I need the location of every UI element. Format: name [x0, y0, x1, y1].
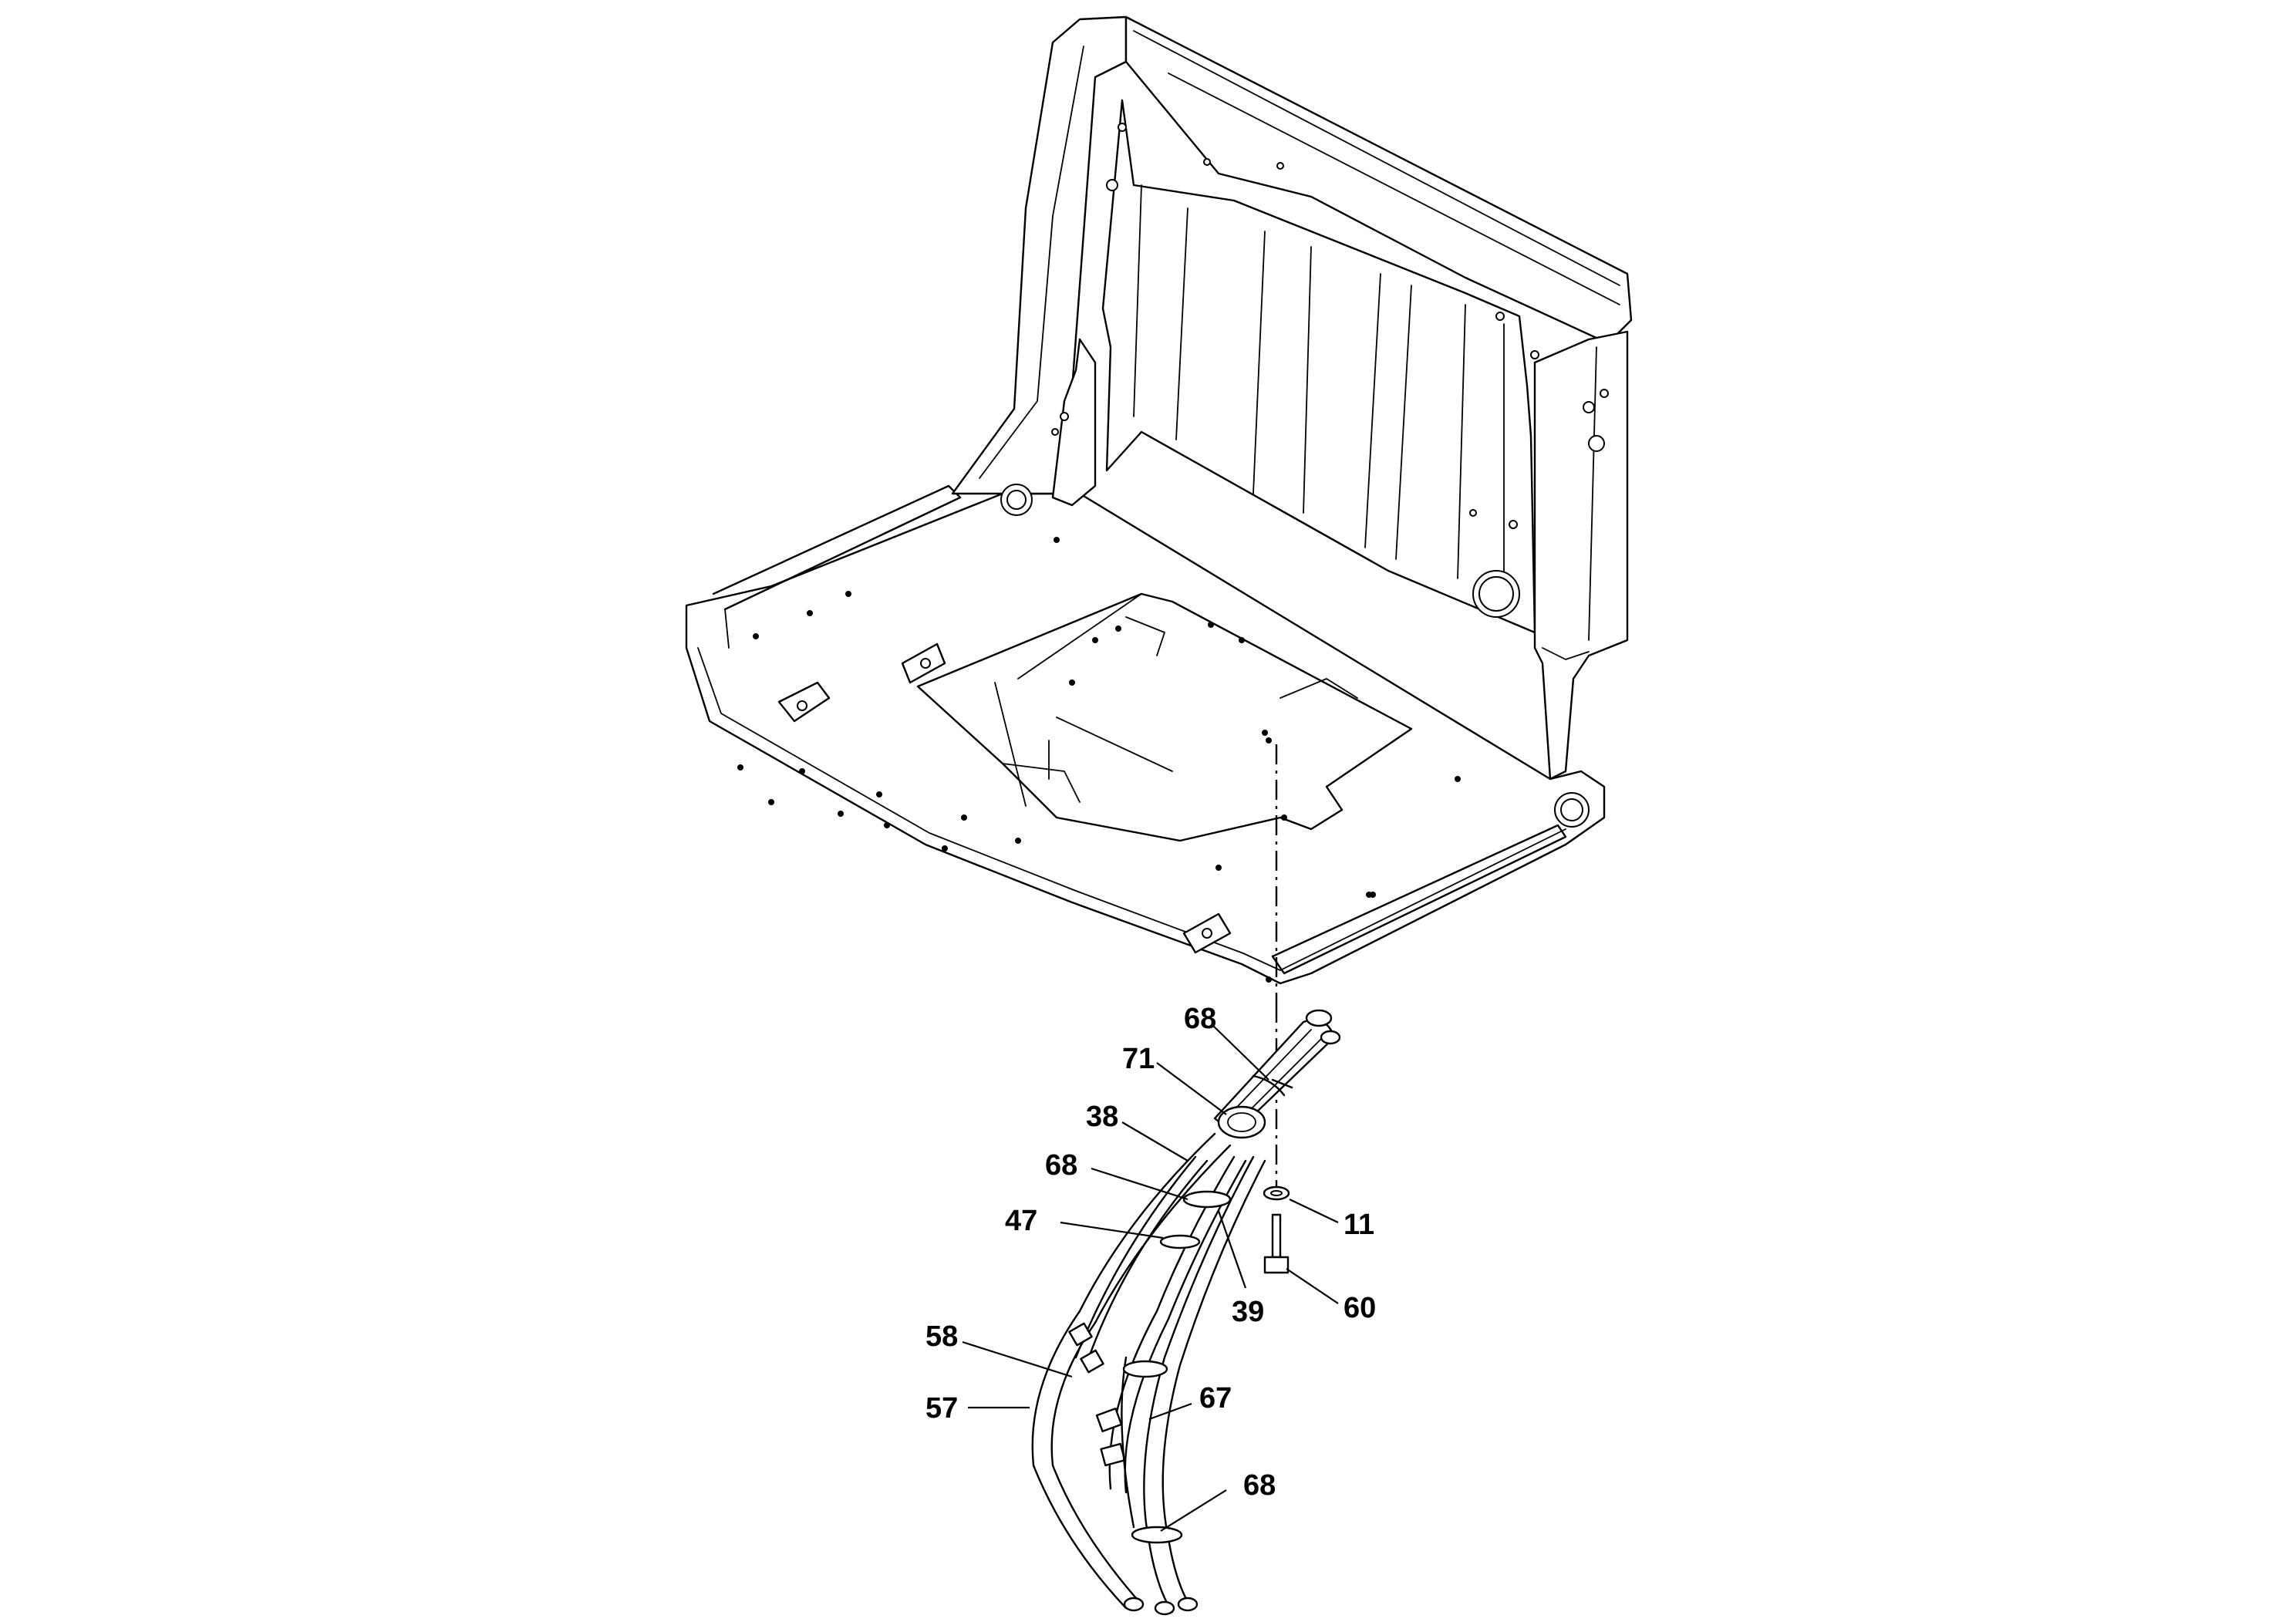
- leader-58: [962, 1340, 1073, 1378]
- callout-71: 71: [1122, 1043, 1155, 1075]
- callout-39: 39: [1232, 1296, 1264, 1328]
- leader-60: [1286, 1268, 1339, 1304]
- leader-68a: [1212, 1025, 1269, 1081]
- callout-68-middle: 68: [1045, 1149, 1077, 1182]
- leader-68c: [1160, 1489, 1227, 1532]
- callout-labels: 68 71 38 68 47 11 39 60 58 57 67 68: [925, 1003, 1376, 1502]
- seat-frame: [685, 15, 1633, 985]
- callout-67: 67: [1199, 1382, 1232, 1415]
- callout-68-bottom: 68: [1243, 1469, 1276, 1502]
- leader-11: [1289, 1199, 1339, 1223]
- callout-38: 38: [1086, 1101, 1118, 1133]
- leader-38: [1121, 1121, 1188, 1162]
- leader-lines: [962, 1025, 1339, 1532]
- callout-47: 47: [1005, 1205, 1037, 1237]
- callout-57: 57: [925, 1392, 958, 1425]
- leader-67: [1148, 1402, 1192, 1421]
- leader-71: [1156, 1062, 1227, 1115]
- callout-11: 11: [1344, 1209, 1374, 1241]
- callout-60: 60: [1344, 1292, 1376, 1324]
- leader-47: [1060, 1221, 1164, 1239]
- callout-68-top: 68: [1184, 1003, 1216, 1035]
- cable-harness: [1031, 1009, 1341, 1616]
- leader-39: [1217, 1210, 1247, 1289]
- bolt-60: [1263, 1213, 1290, 1274]
- washer-11: [1263, 1185, 1290, 1201]
- leader-68b: [1091, 1167, 1188, 1201]
- callout-58: 58: [925, 1320, 958, 1353]
